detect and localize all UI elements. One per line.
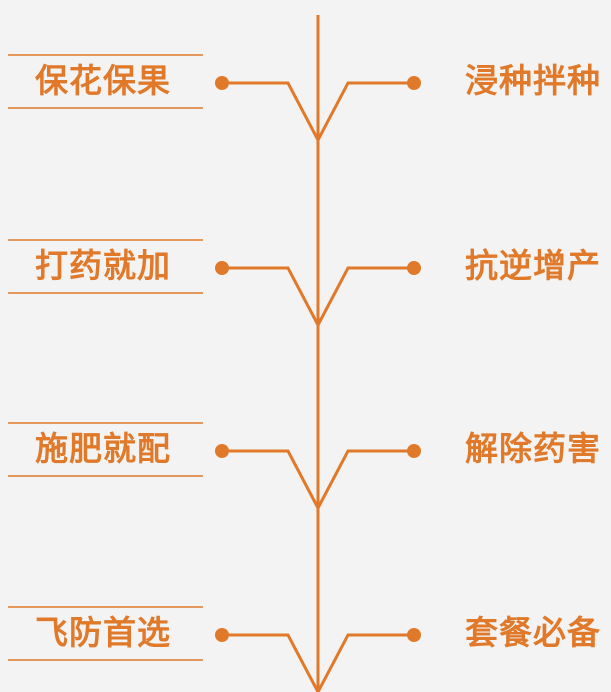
node-dot-right: [407, 261, 421, 275]
label-right-4: 套餐必备: [465, 613, 601, 652]
branch-row-4: [8, 606, 421, 692]
label-right-3: 解除药害: [465, 429, 601, 468]
branch-right: [316, 81, 414, 141]
label-left-1: 保花保果: [35, 61, 171, 100]
node-dot-left: [215, 444, 229, 458]
branch-row-1: [8, 54, 421, 141]
label-right-1: 浸种拌种: [465, 61, 601, 100]
branch-row-3: [8, 422, 421, 509]
node-dot-right: [407, 444, 421, 458]
node-dot-right: [407, 76, 421, 90]
branch-left: [222, 266, 320, 326]
branch-right: [316, 266, 414, 326]
label-left-4: 飞防首选: [35, 613, 171, 652]
label-left-2: 打药就加: [35, 246, 171, 285]
branch-row-2: [8, 239, 421, 326]
branch-right: [316, 633, 414, 692]
node-dot-left: [215, 261, 229, 275]
branch-right: [316, 449, 414, 509]
label-left-3: 施肥就配: [35, 429, 171, 468]
branch-left: [222, 633, 320, 692]
label-right-2: 抗逆增产: [465, 246, 601, 285]
node-dot-left: [215, 628, 229, 642]
branch-left: [222, 449, 320, 509]
node-dot-right: [407, 628, 421, 642]
branch-left: [222, 81, 320, 141]
node-dot-left: [215, 76, 229, 90]
